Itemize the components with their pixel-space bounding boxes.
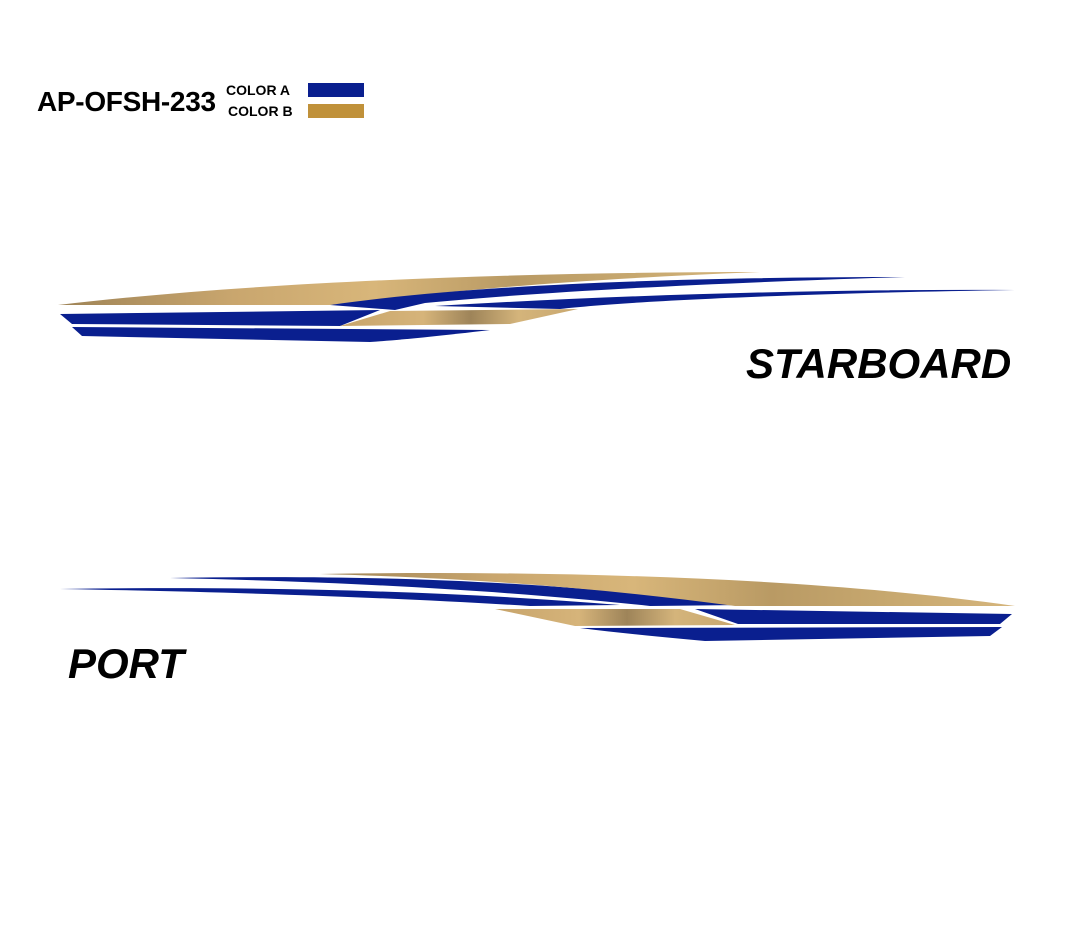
- port-blue-long-stripe: [60, 588, 620, 606]
- color-legend: AP-OFSH-233 COLOR A COLOR B: [0, 0, 400, 140]
- starboard-stripe-group: [58, 272, 1015, 342]
- color-b-swatch: [308, 104, 364, 118]
- starboard-gold-sweep: [58, 272, 760, 305]
- port-blue-top-stripe: [170, 577, 745, 606]
- port-label: PORT: [68, 640, 184, 687]
- starboard-label: STARBOARD: [746, 340, 1012, 387]
- port-gold-inset: [495, 609, 735, 626]
- port-blue-mid-stripe: [695, 609, 1012, 624]
- design-code: AP-OFSH-233: [37, 86, 216, 117]
- port-stripe-group: [60, 573, 1015, 641]
- color-a-swatch: [308, 83, 364, 97]
- starboard-blue-top-stripe: [330, 277, 905, 310]
- port-blue-bottom-stripe: [580, 627, 1002, 641]
- starboard-blue-long-stripe: [435, 289, 1015, 309]
- starboard-gold-inset: [340, 309, 578, 326]
- starboard-blue-mid-stripe: [60, 310, 380, 326]
- color-b-label: COLOR B: [228, 103, 293, 119]
- color-a-label: COLOR A: [226, 82, 291, 98]
- starboard-blue-bottom-stripe: [72, 327, 490, 342]
- port-gold-sweep: [320, 573, 1015, 606]
